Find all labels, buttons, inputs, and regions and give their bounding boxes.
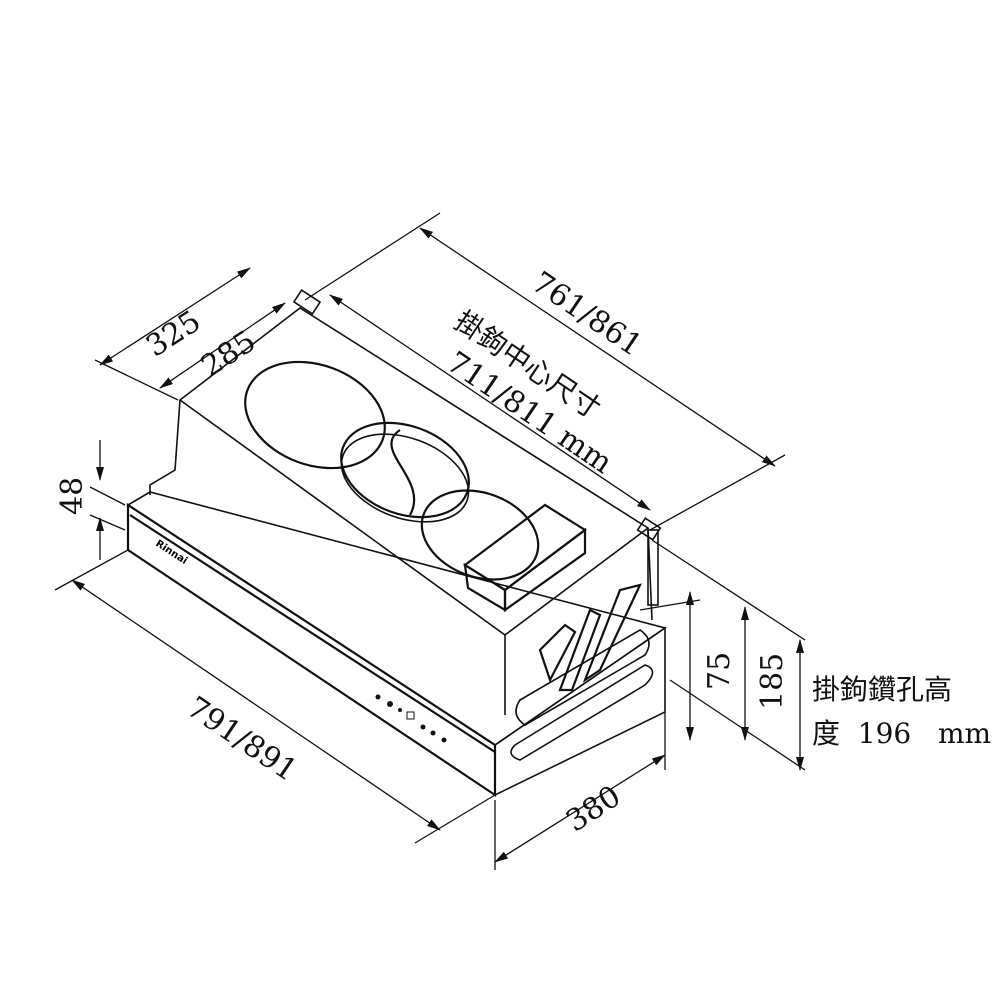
hook-drill-label-line1: 掛鉤鑽孔高: [812, 673, 953, 706]
lower-handle: [510, 664, 654, 761]
dim-front-panel-height: 48: [55, 476, 90, 515]
motor-box: [463, 503, 587, 613]
side-vents: [538, 583, 642, 692]
dim-height-small: 75: [702, 651, 737, 690]
hook-drill-label-line2: 度 196 mm: [812, 717, 992, 750]
control-buttons: [375, 694, 447, 743]
dim-height-total: 185: [755, 652, 790, 710]
hook-right: [636, 517, 662, 541]
side-bracket: [647, 529, 659, 606]
dimension-lines: [54, 212, 806, 870]
